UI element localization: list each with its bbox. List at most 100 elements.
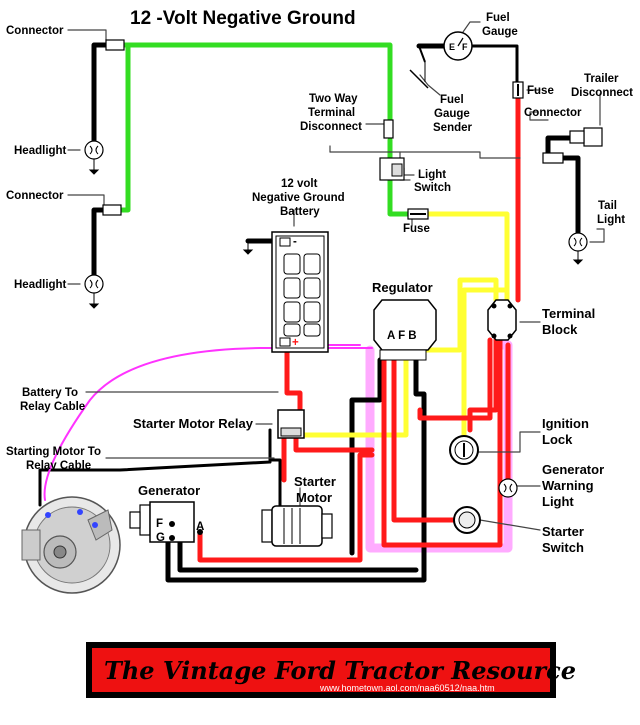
banner-url[interactable]: www.hometown.aol.com/naa60512/naa.htm [319, 683, 495, 693]
label-ignition-lock-2: Lock [542, 432, 573, 447]
label-terminal-block-1: Terminal [542, 306, 595, 321]
starter-motor-icon [261, 505, 333, 547]
starter-switch-icon [453, 506, 481, 534]
label-headlight-top: Headlight [14, 145, 67, 157]
label-connector-top: Connector [6, 25, 64, 37]
banner-title: The Vintage Ford Tractor Resource [104, 656, 576, 685]
label-generator: Generator [138, 483, 200, 498]
black-wire-tail [545, 155, 581, 235]
label-light-switch-1: Light [418, 169, 446, 181]
label-ignition-lock-1: Ignition [542, 416, 589, 431]
regulator-icon [373, 299, 437, 361]
label-battery-1: 12 volt [281, 178, 318, 190]
alternator-picture [21, 496, 121, 594]
label-headlight-bottom: Headlight [14, 279, 67, 291]
label-fuel-sender-3: Sender [433, 122, 473, 134]
generator-terminal-a: A [196, 521, 204, 533]
headlight-top-icon [84, 140, 104, 175]
banner [86, 642, 556, 698]
label-fuse-mid: Fuse [403, 223, 430, 235]
connector-right-plug [542, 152, 564, 164]
label-tail-1: Tail [598, 200, 617, 212]
battery-minus-label: - [293, 236, 297, 248]
red-wire-regulator-to-terminal [381, 337, 503, 548]
label-two-way-1: Two Way [309, 93, 358, 105]
red-wire-generator-a [197, 452, 375, 563]
label-fuse-top: Fuse [527, 85, 554, 97]
black-wire-fuel-gauge-right [468, 44, 519, 84]
label-starting-motor-relay-1: Starting Motor To [6, 446, 101, 458]
light-switch-knob [391, 163, 403, 177]
yellow-wire-regulator [421, 277, 499, 353]
label-trailer-1: Trailer [584, 73, 619, 85]
label-connector-mid: Connector [6, 190, 64, 202]
label-starter-motor-1: Starter [294, 474, 336, 489]
label-terminal-block-2: Block [542, 322, 578, 337]
label-starter-switch-2: Switch [542, 540, 584, 555]
label-gen-warning-1: Generator [542, 462, 604, 477]
label-fuel-sender-2: Gauge [434, 108, 470, 120]
label-starting-motor-relay-2: Relay Cable [26, 460, 91, 472]
red-wire-terminal-lock [467, 337, 499, 433]
label-battery-relay-1: Battery To [22, 387, 78, 399]
yellow-wire-regulator-f [300, 357, 409, 438]
generator-warning-light-icon [498, 478, 518, 498]
regulator-terminals-label: A F B [387, 330, 417, 342]
label-fuel-gauge-1: Fuel [486, 12, 510, 24]
svg-text:E: E [449, 42, 455, 52]
connector-top-plug [105, 39, 125, 51]
black-wire-headlight-top [91, 42, 109, 143]
label-two-way-3: Disconnect [300, 121, 362, 133]
label-gen-warning-3: Light [542, 494, 574, 509]
trailer-disconnect-plug [583, 127, 603, 147]
svg-text:F: F [462, 42, 468, 52]
fuel-gauge-icon: E F [443, 31, 473, 61]
black-wire-regulator-ground [349, 357, 383, 556]
battery-ground-icon [242, 241, 254, 255]
black-wire-generator [165, 357, 427, 583]
label-starter-motor-2: Motor [296, 490, 332, 505]
label-light-switch-2: Switch [414, 182, 451, 194]
red-wire-regulator-b [391, 357, 458, 523]
two-way-terminal-plug [383, 119, 394, 139]
generator-icon [129, 501, 203, 543]
black-wire-starting-motor-relay [38, 460, 272, 507]
pink-wire-battery-to-relay [43, 347, 373, 501]
ignition-lock-icon [449, 435, 479, 465]
label-trailer-2: Disconnect [571, 87, 633, 99]
connector-mid-plug [102, 204, 122, 216]
diagram-title: 12 -Volt Negative Ground [130, 8, 356, 29]
black-wire-headlight-bottom [91, 207, 106, 278]
label-battery-3: Battery [280, 206, 320, 218]
label-fuel-sender-1: Fuel [440, 94, 464, 106]
black-wire-starter-ground [268, 428, 282, 522]
starter-motor-relay-icon [277, 409, 305, 439]
label-connector-right: Connector [524, 107, 582, 119]
generator-terminal-g: G [156, 532, 165, 544]
red-wire-terminal-ignition [417, 337, 493, 421]
trailer-disconnect-socket [569, 130, 585, 144]
yellow-wire-fuse-to-terminal [425, 211, 510, 303]
red-wire-battery-to-relay [284, 341, 303, 423]
terminal-block-icon [487, 299, 517, 341]
yellow-wire-ignition [461, 287, 508, 439]
label-battery-2: Negative Ground [252, 192, 345, 204]
label-fuel-gauge-2: Gauge [482, 26, 518, 38]
label-starter-relay: Starter Motor Relay [133, 416, 254, 431]
generator-terminal-f: F [156, 518, 163, 530]
tail-light-icon [568, 232, 588, 265]
fuel-gauge-sender-icon [409, 45, 429, 89]
headlight-bottom-icon [84, 274, 104, 309]
green-wire-headlights [115, 42, 393, 213]
label-tail-2: Light [597, 214, 625, 226]
battery-plus-label: + [292, 337, 299, 349]
red-wire-relay-to-regulator [293, 425, 375, 453]
label-gen-warning-2: Warning [542, 478, 594, 493]
highlight-wire [365, 340, 513, 553]
label-regulator: Regulator [372, 280, 433, 295]
battery-icon [271, 231, 329, 353]
label-two-way-2: Terminal [308, 107, 355, 119]
label-battery-relay-2: Relay Cable [20, 401, 85, 413]
